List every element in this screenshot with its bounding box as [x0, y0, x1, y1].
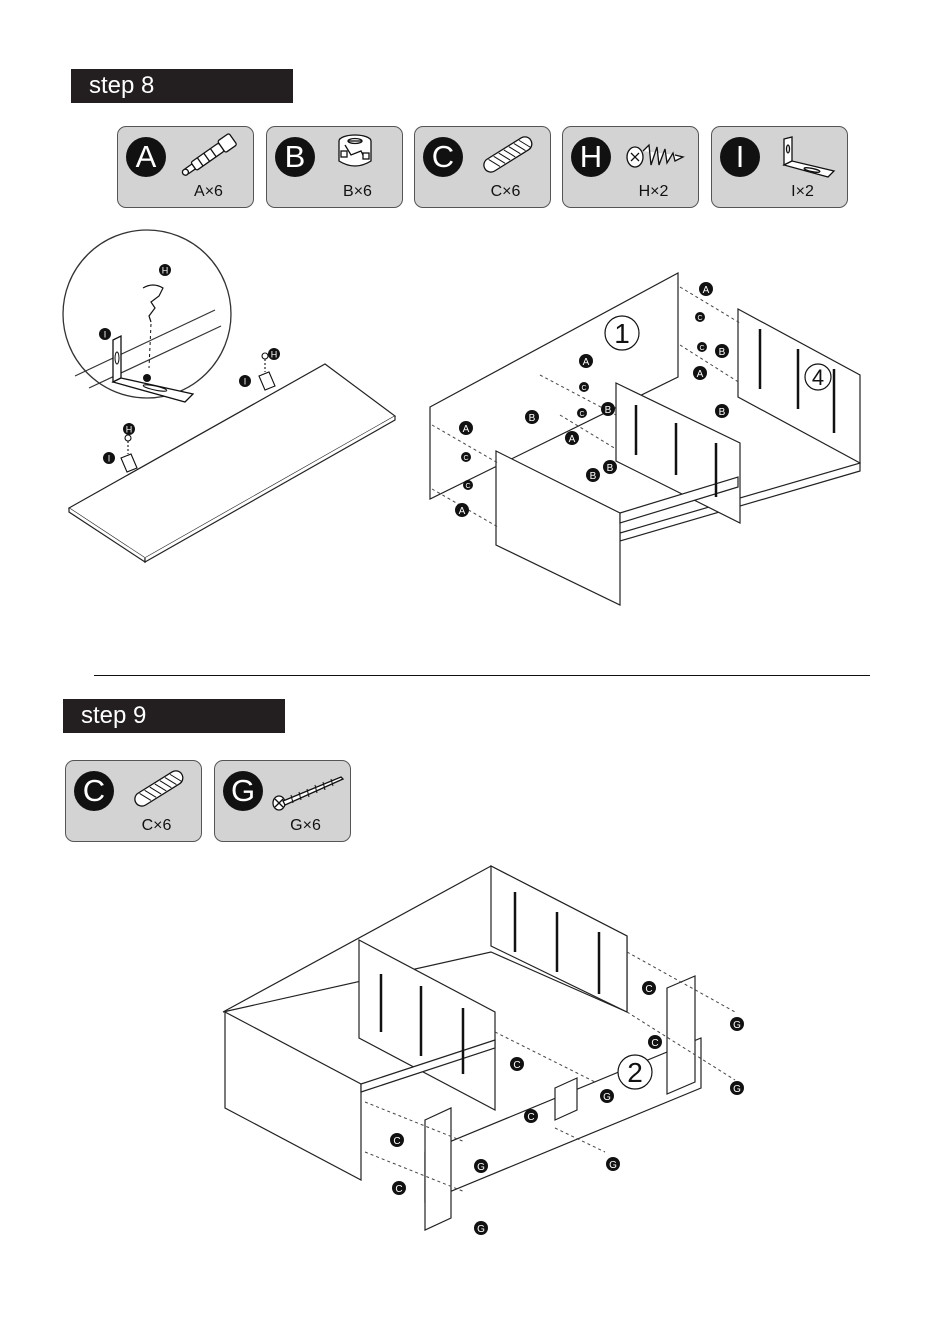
panel-number-1: 1 [605, 316, 639, 350]
part-letter-g: G [223, 771, 263, 811]
svg-text:C: C [699, 345, 704, 352]
top-panel-outline [69, 364, 395, 562]
panel-number-4: 4 [805, 364, 831, 390]
callout-h-detail: H [159, 264, 171, 276]
part-qty-i: I×2 [760, 183, 845, 201]
callout-i-right: I [239, 375, 251, 387]
svg-text:B: B [719, 347, 726, 358]
step-9-title: step 9 [63, 699, 285, 733]
part-card-g: G G×6 [214, 760, 351, 842]
svg-text:1: 1 [614, 318, 630, 349]
callout-i-detail: I [99, 328, 111, 340]
part-card-a: A A×6 [117, 126, 254, 208]
part-card-h: H H×2 [562, 126, 699, 208]
part-letter-c-step9: C [74, 771, 114, 811]
panel-number-2: 2 [618, 1055, 652, 1089]
svg-text:A: A [703, 285, 710, 296]
wall-anchor-screw-icon [613, 129, 698, 181]
part-qty-c: C×6 [463, 183, 548, 201]
svg-text:H: H [162, 266, 169, 276]
svg-text:B: B [605, 405, 612, 416]
part-card-b: B B×6 [266, 126, 403, 208]
svg-text:B: B [719, 407, 726, 418]
part-card-c-step9: C C×6 [65, 760, 202, 842]
svg-text:C: C [527, 1112, 534, 1123]
svg-text:H: H [126, 425, 133, 435]
part-qty-a: A×6 [166, 183, 251, 201]
svg-text:C: C [463, 455, 468, 462]
svg-text:A: A [569, 434, 576, 445]
svg-text:A: A [459, 506, 466, 517]
svg-text:C: C [697, 315, 702, 322]
step8-cabinet-illustration: 1 4 A A A A A A B B B B B B C C C C C C [420, 265, 880, 610]
step-8-title: step 8 [71, 69, 293, 103]
part-card-c: C C×6 [414, 126, 551, 208]
wooden-dowel-icon [465, 129, 550, 181]
svg-text:C: C [651, 1038, 658, 1049]
svg-text:A: A [463, 424, 470, 435]
svg-text:I: I [244, 377, 247, 387]
svg-text:C: C [513, 1060, 520, 1071]
part-qty-c-step9: C×6 [114, 817, 199, 835]
svg-text:G: G [733, 1084, 741, 1095]
part-letter-h: H [571, 137, 611, 177]
svg-text:2: 2 [627, 1057, 643, 1088]
callout-h-left: H [123, 423, 135, 435]
part-letter-b: B [275, 137, 315, 177]
svg-text:C: C [645, 984, 652, 995]
left-side-panel [225, 1012, 361, 1180]
svg-text:C: C [393, 1136, 400, 1147]
svg-text:G: G [477, 1224, 485, 1235]
part-qty-b: B×6 [315, 183, 400, 201]
cam-lock-icon [317, 129, 402, 181]
cam-bolt-icon [168, 129, 253, 181]
svg-text:G: G [733, 1020, 741, 1031]
svg-text:G: G [603, 1092, 611, 1103]
svg-text:B: B [590, 471, 597, 482]
part-letter-a: A [126, 137, 166, 177]
callout-h-right: H [268, 348, 280, 360]
svg-text:G: G [477, 1162, 485, 1173]
step8-bracket-illustration: H I H I H I [55, 228, 405, 563]
svg-text:C: C [395, 1184, 402, 1195]
section-divider [94, 675, 870, 676]
svg-text:I: I [104, 330, 107, 340]
l-bracket-icon [762, 129, 847, 181]
svg-text:A: A [697, 369, 704, 380]
svg-text:C: C [581, 385, 586, 392]
wood-screw-icon [265, 763, 350, 815]
part-card-i: I I×2 [711, 126, 848, 208]
svg-text:B: B [607, 463, 614, 474]
svg-text:I: I [108, 454, 111, 464]
inner-back-panel [491, 866, 627, 1012]
bracket-left [121, 435, 137, 472]
callout-i-left: I [103, 452, 115, 464]
svg-text:4: 4 [812, 365, 824, 390]
svg-text:G: G [609, 1160, 617, 1171]
front-side-panel [496, 451, 620, 605]
magnified-detail-circle [63, 230, 231, 402]
part-qty-h: H×2 [611, 183, 696, 201]
wooden-dowel-icon [116, 763, 201, 815]
svg-text:C: C [579, 411, 584, 418]
part-letter-c: C [423, 137, 463, 177]
svg-text:A: A [583, 357, 590, 368]
step9-cabinet-illustration: 2 C C C C C C G G G G G G [215, 862, 775, 1242]
part-letter-i: I [720, 137, 760, 177]
svg-text:H: H [271, 350, 278, 360]
part-qty-g: G×6 [263, 817, 348, 835]
svg-text:C: C [465, 483, 470, 490]
svg-text:B: B [529, 413, 536, 424]
